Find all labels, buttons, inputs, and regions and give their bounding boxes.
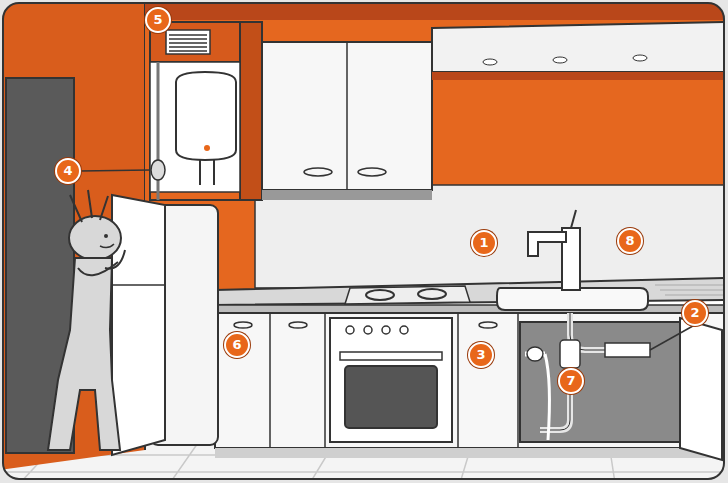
back-wall-part xyxy=(255,185,724,288)
person-part xyxy=(105,250,125,269)
under-sink-cabinet-part xyxy=(680,318,722,460)
oven-part xyxy=(364,326,372,334)
fridge xyxy=(112,195,218,455)
oven-part xyxy=(400,326,408,334)
upper-cabinets-part xyxy=(346,42,348,190)
faucet xyxy=(528,210,580,290)
cooktop xyxy=(345,286,470,304)
upper-cabinets-part xyxy=(262,42,432,190)
person-part xyxy=(69,216,121,260)
boiler-cupboard-part xyxy=(80,170,150,171)
person-part xyxy=(104,234,108,238)
oven-part xyxy=(340,352,442,360)
boiler-cupboard-part xyxy=(151,160,165,180)
range-hood-part xyxy=(483,59,497,65)
oven-part xyxy=(345,366,437,428)
lower-cabinets-part xyxy=(479,322,497,328)
upper-cabinets-part xyxy=(262,190,432,200)
faucet-part xyxy=(571,210,576,228)
sink-part xyxy=(497,288,648,310)
oven xyxy=(330,318,452,442)
back-wall-part xyxy=(145,3,724,290)
callout-number: 5 xyxy=(145,7,171,33)
lower-cabinets-part xyxy=(215,313,724,448)
person xyxy=(48,190,125,450)
callout-number: 1 xyxy=(471,230,497,256)
cooktop-part xyxy=(345,286,470,304)
boiler-cupboard-part xyxy=(204,145,210,151)
callout-number: 3 xyxy=(468,342,494,368)
lower-cabinets-part xyxy=(215,448,724,458)
under-sink-cabinet-part xyxy=(560,340,580,368)
background xyxy=(3,3,724,479)
boiler-cupboard-part xyxy=(150,62,240,192)
back-wall-part xyxy=(145,3,724,20)
person-part xyxy=(78,262,118,275)
range-hood xyxy=(432,22,724,80)
cooktop-part xyxy=(418,289,446,299)
boiler-cupboard-part xyxy=(200,160,214,185)
countertop xyxy=(215,278,724,313)
sink xyxy=(497,288,648,310)
lower-cabinets xyxy=(215,313,724,458)
lower-cabinets-part xyxy=(234,322,252,328)
callout-number: 7 xyxy=(558,368,584,394)
under-sink-cabinet-part xyxy=(650,322,700,350)
callout-number: 8 xyxy=(617,228,643,254)
person-part xyxy=(70,190,108,222)
range-hood-part xyxy=(633,55,647,61)
lower-cabinets-part xyxy=(289,322,307,328)
boiler-cupboard-part xyxy=(240,22,262,200)
fridge-part xyxy=(112,284,165,286)
upper-cabinets xyxy=(262,42,432,200)
range-hood-part xyxy=(432,72,724,80)
boiler-cupboard-part xyxy=(166,30,210,54)
countertop-part xyxy=(655,285,724,295)
under-sink-cabinet xyxy=(520,313,722,460)
person-part xyxy=(100,244,114,248)
range-hood-part xyxy=(553,57,567,63)
under-sink-cabinet-part xyxy=(520,322,680,442)
oven-part xyxy=(346,326,354,334)
oven-part xyxy=(382,326,390,334)
scene xyxy=(3,3,724,479)
under-sink-cabinet-part xyxy=(527,347,543,361)
upper-cabinets-part xyxy=(358,168,386,176)
cooktop-part xyxy=(366,290,394,300)
boiler-cupboard xyxy=(80,22,262,200)
frame xyxy=(3,3,724,479)
boiler-cupboard-part xyxy=(169,35,207,51)
back-wall xyxy=(145,3,724,290)
under-sink-cabinet-part xyxy=(605,343,650,357)
callout-number: 2 xyxy=(682,300,708,326)
person-part xyxy=(48,258,120,450)
under-sink-cabinet-part xyxy=(545,354,549,440)
callout-number: 6 xyxy=(224,332,250,358)
faucet-part xyxy=(528,232,566,256)
oven-part xyxy=(330,318,452,442)
upper-cabinets-part xyxy=(304,168,332,176)
lower-cabinets-part xyxy=(270,313,518,448)
boiler-cupboard-part xyxy=(176,72,236,160)
range-hood-part xyxy=(432,22,724,72)
callout-number: 4 xyxy=(55,158,81,184)
